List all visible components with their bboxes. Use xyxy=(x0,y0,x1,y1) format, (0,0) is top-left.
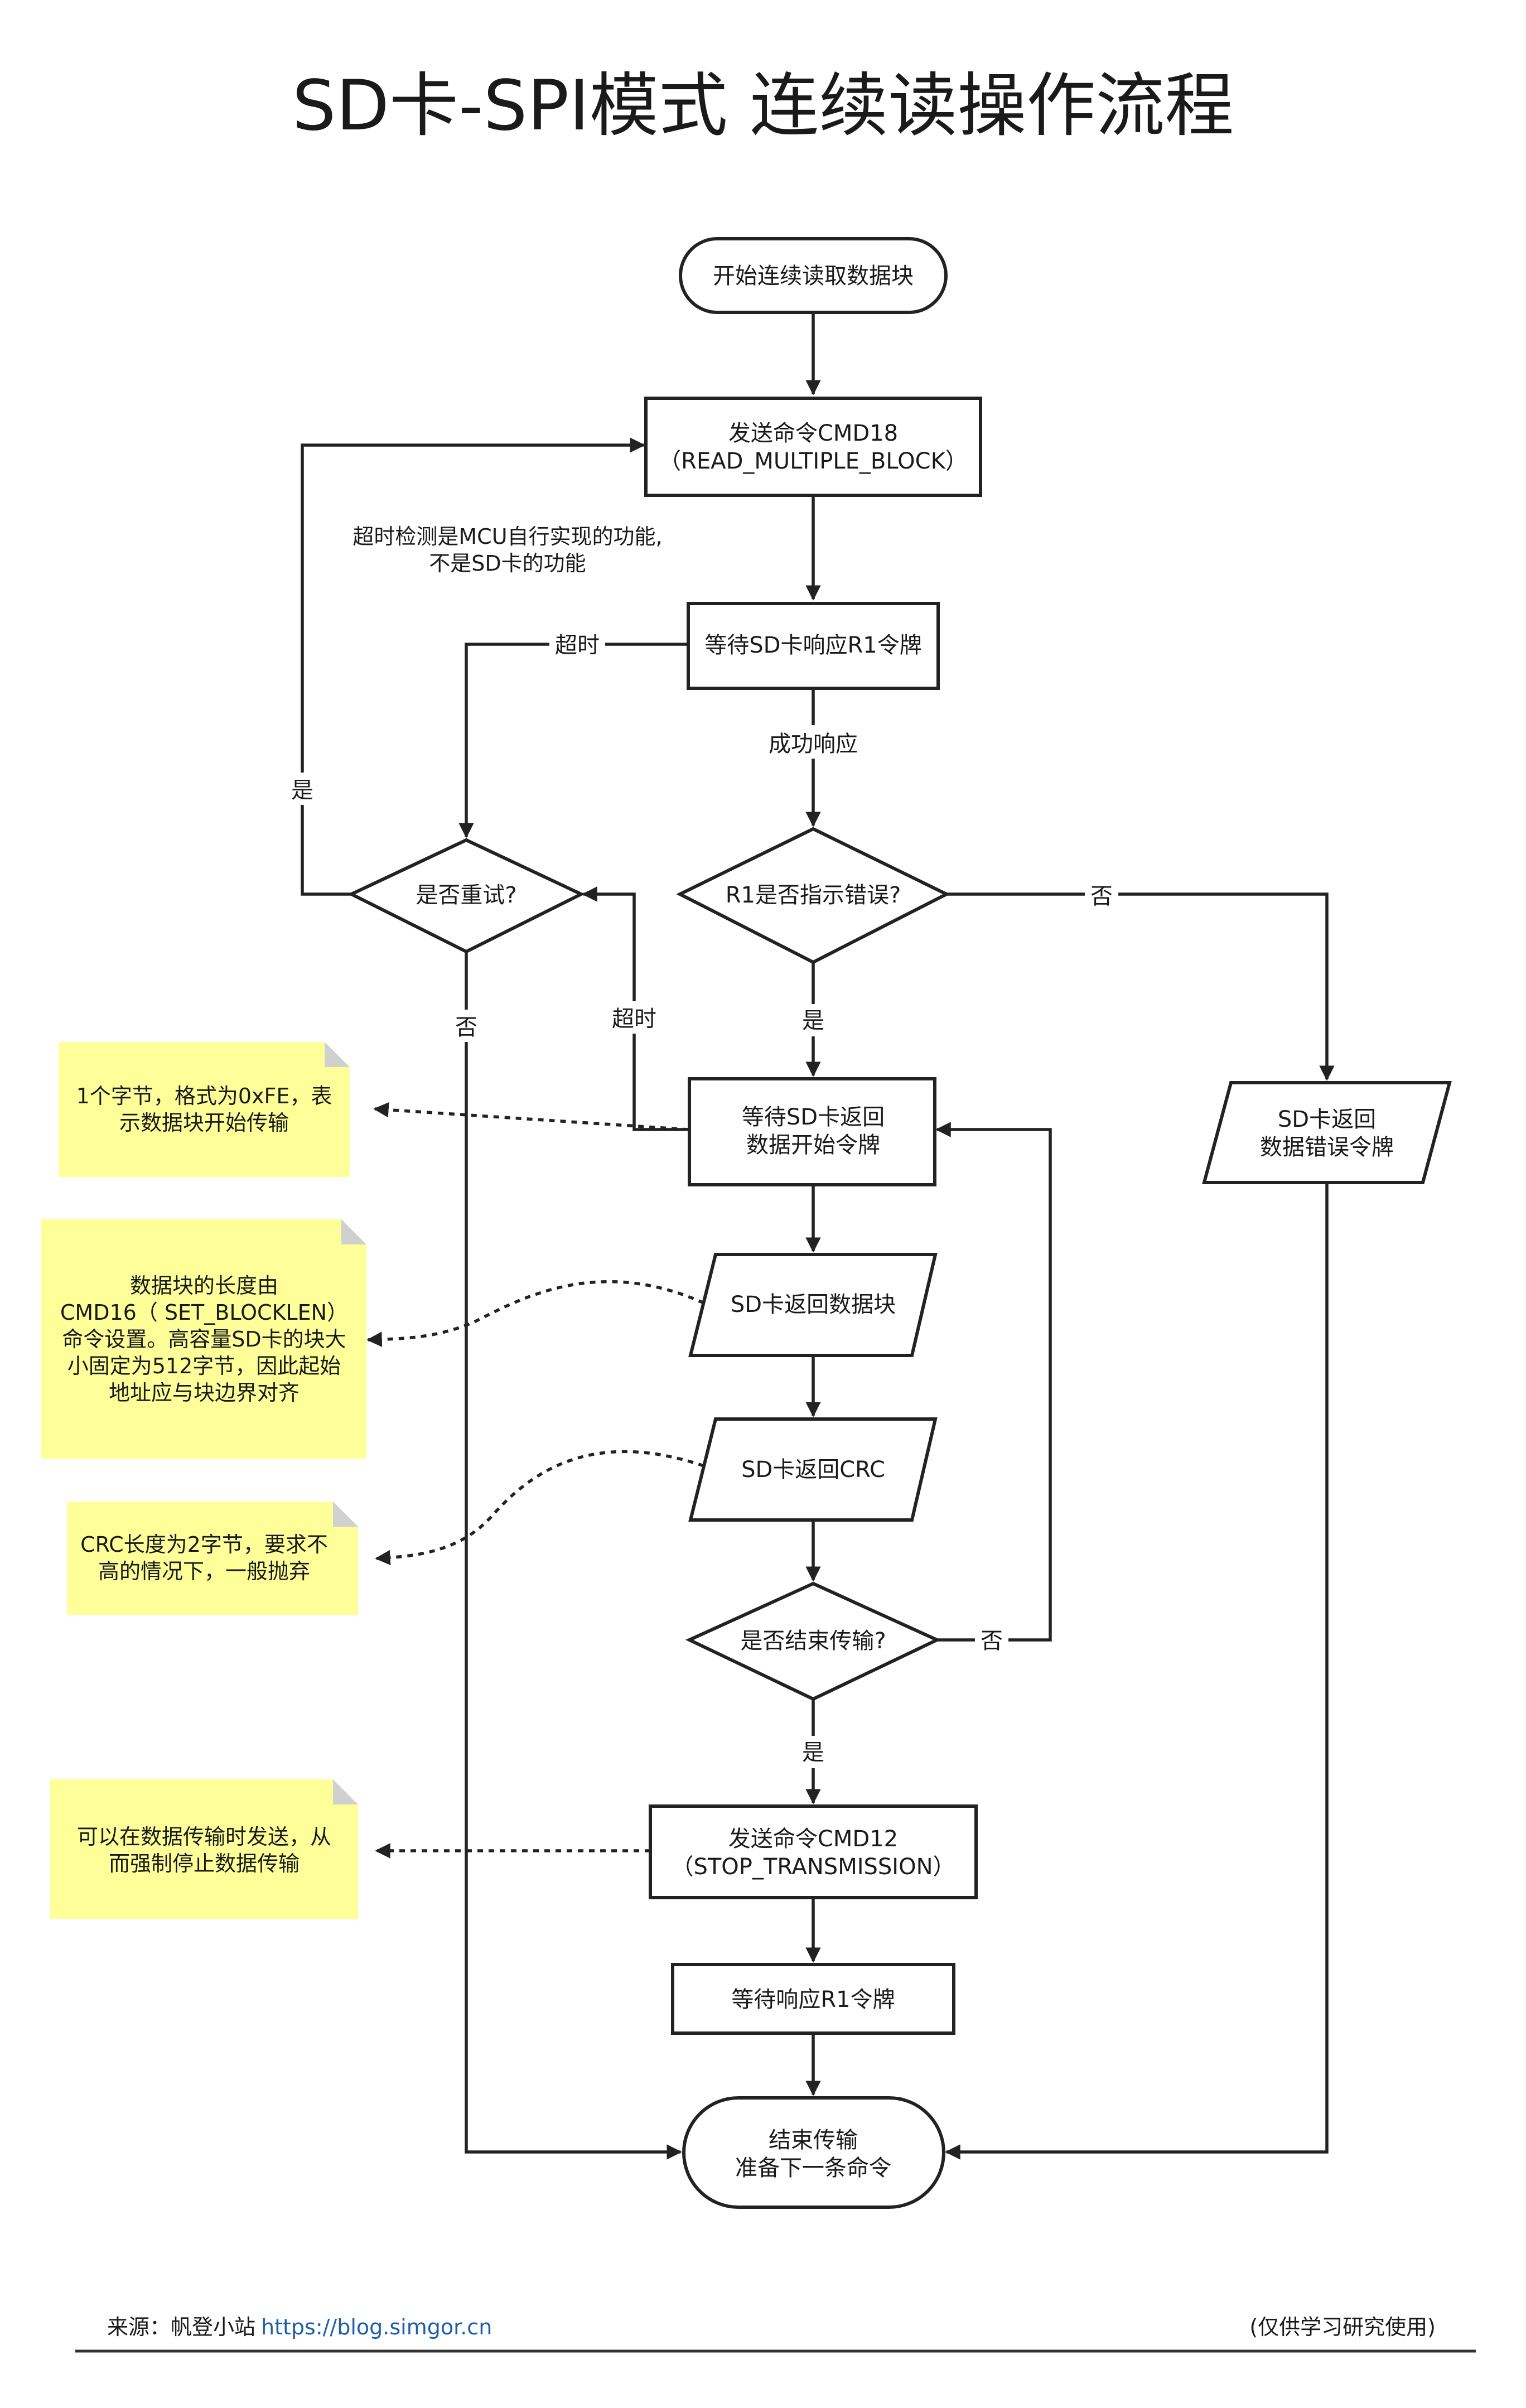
cmd12-note-line2: 而强制停止数据传输 xyxy=(109,1851,300,1876)
label-retry-yes: 是 xyxy=(291,778,313,803)
label-timeout-1: 超时 xyxy=(555,633,600,658)
crc-note-line1: CRC长度为2字节，要求不 xyxy=(80,1532,328,1557)
block-note-line2: CMD16（ SET_BLOCKLEN） xyxy=(60,1300,348,1325)
token-note-line2: 示数据块开始传输 xyxy=(119,1111,289,1135)
token-note: 1个字节，格式为0xFE，表 示数据块开始传输 xyxy=(59,1042,350,1177)
label-r1-no: 否 xyxy=(1090,884,1113,909)
node-crc xyxy=(688,1417,938,1522)
edge-r1-error-no-err-token xyxy=(946,892,1335,1081)
node-wait-r1 xyxy=(687,602,940,690)
node-start-label: 开始连续读取数据块 xyxy=(713,263,914,289)
timeout-note-line2: 不是SD卡的功能 xyxy=(429,551,586,576)
node-retry-label: 是否重试? xyxy=(416,882,516,908)
footer-source-link[interactable]: https://blog.simgor.cn xyxy=(261,2315,492,2339)
node-start xyxy=(679,237,948,314)
node-end-line2: 准备下一条命令 xyxy=(735,2155,891,2181)
label-retry-no: 否 xyxy=(455,1015,477,1040)
edge-wait-r1-timeout-retry xyxy=(458,643,688,838)
node-wait-r1b-label: 等待响应R1令牌 xyxy=(731,1987,895,2013)
label-end-yes: 是 xyxy=(802,1740,824,1765)
node-cmd12-line2: （STOP_TRANSMISSION） xyxy=(671,1854,955,1880)
connector-crc-note xyxy=(375,1450,704,1566)
node-cmd12-line1: 发送命令CMD12 xyxy=(728,1826,898,1852)
cmd12-note-line1: 可以在数据传输时发送，从 xyxy=(77,1825,331,1849)
crc-note: CRC长度为2字节，要求不 高的情况下，一般抛弃 xyxy=(67,1502,358,1615)
label-end-no: 否 xyxy=(981,1628,1003,1654)
node-r1-error xyxy=(676,827,950,964)
node-data-block-label: SD卡返回数据块 xyxy=(731,1292,896,1318)
node-wait-token-line1: 等待SD卡返回 xyxy=(742,1104,885,1130)
node-err-token xyxy=(1202,1081,1452,1184)
timeout-note-line1: 超时检测是MCU自行实现的功能, xyxy=(352,524,662,549)
connector-token-note xyxy=(373,1102,689,1131)
block-note-line1: 数据块的长度由 xyxy=(130,1273,278,1298)
node-cmd12 xyxy=(649,1804,978,1899)
block-note-line5: 地址应与块边界对齐 xyxy=(109,1381,300,1405)
node-end-check xyxy=(685,1581,941,1701)
node-end-line1: 结束传输 xyxy=(769,2127,858,2153)
node-err-token-line2: 数据错误令牌 xyxy=(1260,1135,1394,1160)
edge-end-check-no-wait-token xyxy=(935,1122,1052,1642)
node-cmd18-line2: （READ_MULTIPLE_BLOCK） xyxy=(659,448,968,474)
block-note-line4: 小固定为512字节，因此起始 xyxy=(67,1354,341,1378)
node-wait-token xyxy=(688,1077,936,1186)
label-timeout-2: 超时 xyxy=(612,1006,656,1032)
node-end xyxy=(682,2096,945,2209)
node-r1-error-label: R1是否指示错误? xyxy=(726,882,901,908)
token-note-line1: 1个字节，格式为0xFE，表 xyxy=(76,1084,332,1108)
node-data-block xyxy=(688,1253,938,1357)
node-cmd18 xyxy=(644,397,982,497)
block-note-line3: 命令设置。高容量SD卡的块大 xyxy=(62,1327,346,1352)
crc-note-line2: 高的情况下，一般抛弃 xyxy=(98,1559,310,1584)
block-note: 数据块的长度由 CMD16（ SET_BLOCKLEN） 命令设置。高容量SD卡… xyxy=(41,1219,366,1459)
footer-source-label: 来源：帆登小站 xyxy=(107,2315,255,2339)
footer-disclaimer: (仅供学习研究使用) xyxy=(1249,2315,1436,2339)
node-err-token-line1: SD卡返回 xyxy=(1278,1107,1376,1132)
node-wait-r1b xyxy=(671,1963,955,2035)
page-title: SD卡-SPI模式 连续读操作流程 xyxy=(292,66,1234,146)
node-crc-label: SD卡返回CRC xyxy=(741,1457,885,1483)
edge-retry-yes-cmd18 xyxy=(301,437,645,896)
node-retry xyxy=(347,838,585,954)
node-end-check-label: 是否结束传输? xyxy=(740,1628,886,1654)
connector-block-note xyxy=(366,1280,705,1347)
cmd12-note: 可以在数据传输时发送，从 而强制停止数据传输 xyxy=(50,1779,358,1919)
node-wait-token-line2: 数据开始令牌 xyxy=(746,1132,880,1158)
edge-err-token-end xyxy=(945,1183,1329,2160)
edge-retry-no-end xyxy=(465,952,682,2160)
label-success: 成功响应 xyxy=(769,731,858,757)
node-wait-r1-label: 等待SD卡响应R1令牌 xyxy=(704,633,921,658)
node-cmd18-line1: 发送命令CMD18 xyxy=(728,421,898,446)
label-r1-yes: 是 xyxy=(802,1008,824,1034)
